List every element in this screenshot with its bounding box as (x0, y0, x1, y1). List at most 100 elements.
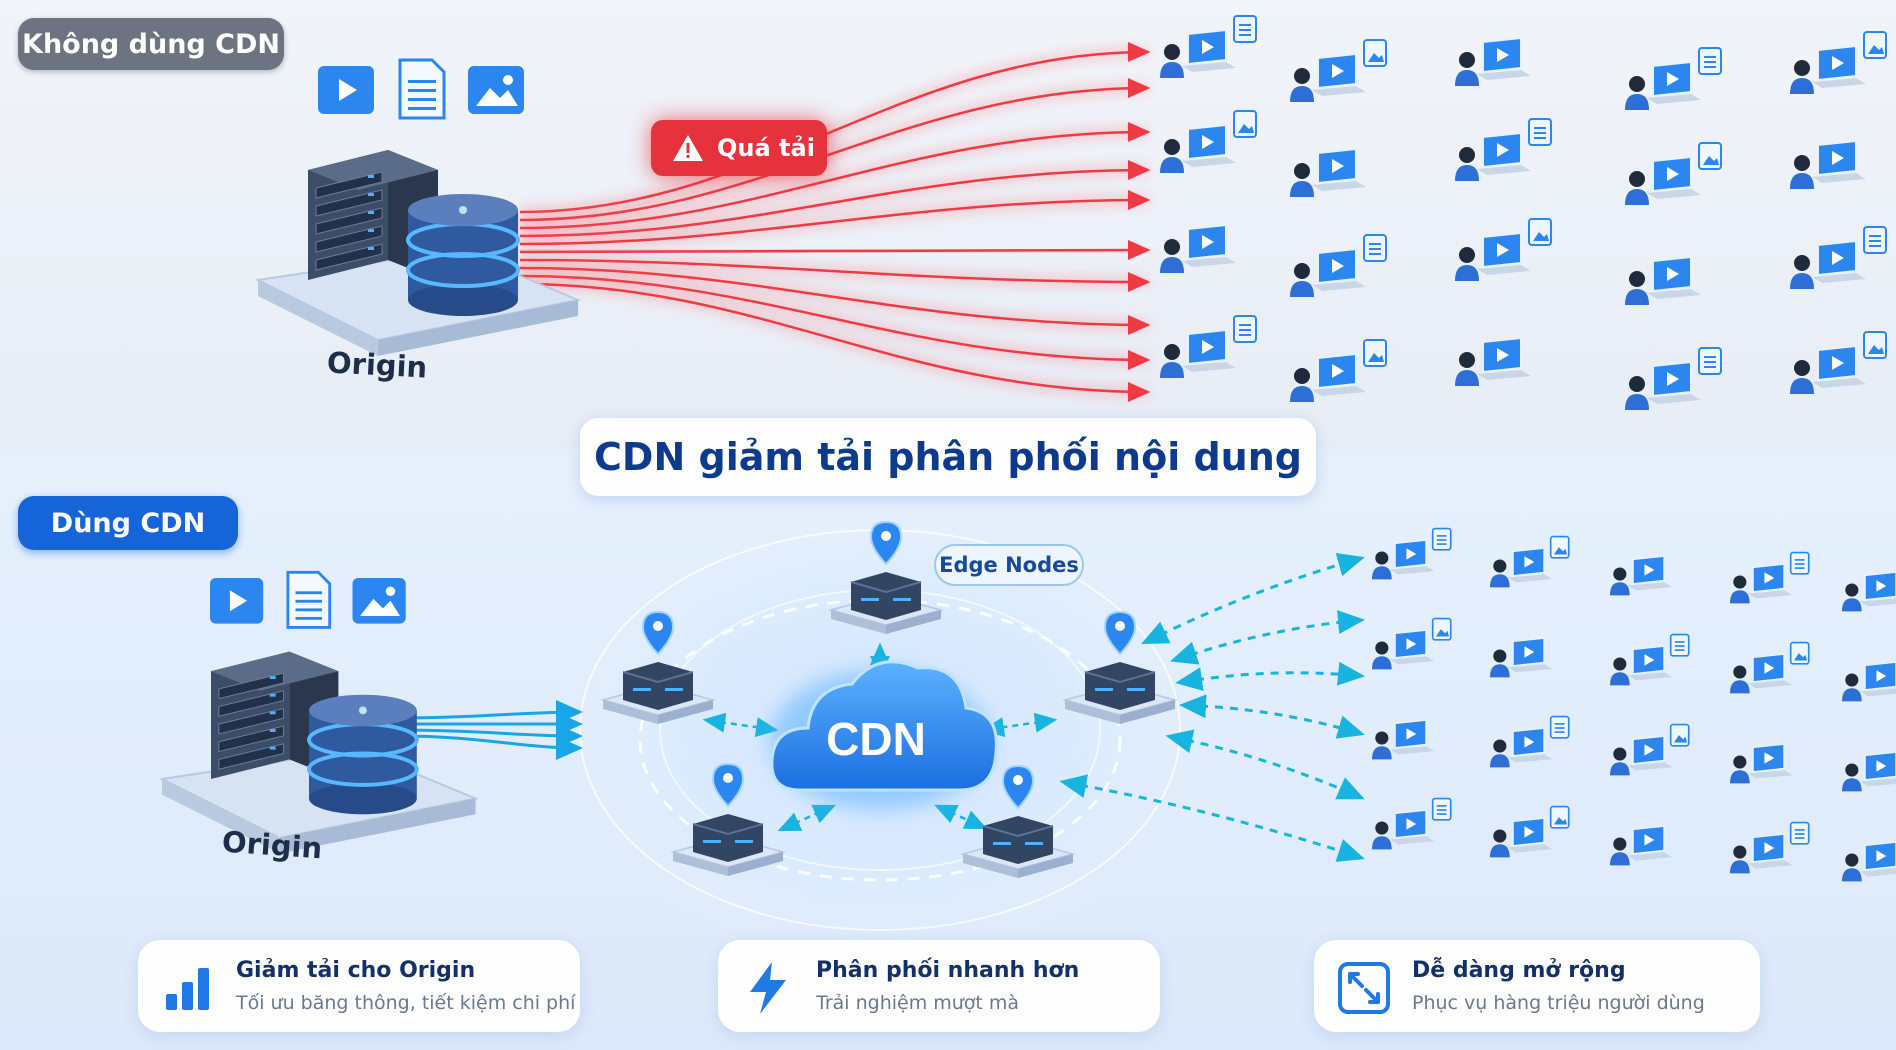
page-title: CDN giảm tải phân phối nội dung (580, 418, 1316, 496)
laptop-icon (1477, 336, 1531, 380)
laptop-icon (1628, 555, 1673, 591)
user-with-laptop (1625, 142, 1722, 205)
laptop-icon (1477, 36, 1531, 80)
overload-flow-line (519, 122, 1151, 230)
laptop-icon (1647, 60, 1701, 104)
image-icon (1789, 641, 1810, 665)
overload-flow-line (519, 274, 1151, 370)
document-icon (1698, 347, 1722, 375)
laptop-icon (1812, 44, 1866, 88)
laptop-icon (1312, 247, 1366, 291)
laptop-icon (1508, 637, 1553, 673)
edge-to-user-flow (1179, 694, 1365, 739)
user-icon (1455, 147, 1479, 181)
laptop-icon (1390, 809, 1435, 845)
user-with-laptop (1160, 15, 1257, 78)
laptop-icon (1182, 223, 1236, 267)
benefit-title: Dễ dàng mở rộng (1412, 958, 1626, 983)
user-with-laptop (1372, 797, 1452, 850)
user-with-laptop (1610, 723, 1690, 776)
user-icon (1842, 583, 1862, 612)
user-with-laptop (1730, 551, 1810, 604)
user-icon (1730, 665, 1750, 694)
overload-flow-line (519, 240, 1151, 261)
bar-chart-icon (166, 968, 209, 1010)
laptop-icon (1860, 571, 1896, 607)
user-icon (1160, 344, 1184, 378)
edge-to-user-flow (1141, 552, 1365, 645)
user-with-laptop (1290, 147, 1366, 197)
user-with-laptop (1290, 339, 1387, 402)
overload-flow-line (519, 42, 1151, 214)
laptop-icon (1182, 328, 1236, 372)
overload-label: Quá tải (717, 134, 815, 162)
origin-label-bottom: Origin (220, 824, 324, 866)
user-with-laptop (1790, 226, 1887, 289)
document-icon (1233, 315, 1257, 343)
user-with-laptop (1610, 825, 1673, 866)
laptop-icon (1312, 147, 1366, 191)
document-icon (1698, 47, 1722, 75)
laptop-icon (1477, 131, 1531, 175)
edge-node (600, 610, 716, 724)
user-icon (1290, 263, 1314, 297)
benefit-card-speed: Phân phối nhanh hơn Trải nghiệm mượt mà (718, 940, 1160, 1032)
image-icon (352, 578, 406, 624)
user-icon (1160, 139, 1184, 173)
user-icon (1625, 376, 1649, 410)
image-icon (1669, 723, 1690, 747)
laptop-icon (1628, 735, 1673, 771)
edge-nodes-label: Edge Nodes (934, 544, 1084, 586)
with-cdn-label: Dùng CDN (18, 496, 238, 550)
laptop-icon (1312, 52, 1366, 96)
user-icon (1730, 755, 1750, 784)
user-icon (1290, 68, 1314, 102)
node-cloud-link (777, 804, 836, 832)
origin-to-cdn-flow (399, 723, 583, 748)
play-icon (210, 578, 264, 624)
user-with-laptop (1790, 139, 1866, 189)
warning-icon (673, 135, 703, 161)
document-icon (1789, 551, 1810, 575)
user-with-laptop (1625, 347, 1722, 410)
document-icon (398, 58, 446, 120)
overload-flow-line (519, 266, 1151, 335)
user-icon (1842, 673, 1862, 702)
laptop-icon (1748, 743, 1793, 779)
user-with-laptop (1455, 218, 1552, 281)
overload-flow-line (519, 258, 1151, 292)
document-icon (1549, 715, 1570, 739)
laptop-icon (1628, 825, 1673, 861)
node-cloud-link (702, 712, 779, 738)
database-icon (406, 194, 520, 316)
laptop-icon (1477, 231, 1531, 275)
user-icon (1290, 368, 1314, 402)
user-icon (1625, 271, 1649, 305)
benefit-title: Giảm tải cho Origin (236, 958, 476, 983)
location-pin-icon (1001, 764, 1035, 810)
user-icon (1455, 352, 1479, 386)
user-icon (1842, 763, 1862, 792)
laptop-icon (1390, 719, 1435, 755)
user-with-laptop (1842, 571, 1896, 612)
edge-to-user-flow (1059, 774, 1365, 862)
user-icon (1372, 641, 1392, 670)
user-icon (1372, 731, 1392, 760)
edge-node (1062, 610, 1178, 724)
image-icon (1549, 805, 1570, 829)
origin-to-cdn-flow (399, 734, 583, 760)
user-icon (1490, 829, 1510, 858)
user-with-laptop (1842, 841, 1896, 882)
user-with-laptop (1842, 751, 1896, 792)
image-icon (1431, 617, 1452, 641)
expand-icon (1338, 962, 1390, 1014)
image-icon (1549, 535, 1570, 559)
edge-node (960, 764, 1076, 878)
user-icon (1610, 747, 1630, 776)
image-icon (1863, 331, 1887, 359)
location-pin-icon (869, 520, 903, 566)
user-with-laptop (1455, 118, 1552, 181)
laptop-icon (1647, 360, 1701, 404)
location-pin-icon (711, 762, 745, 808)
edge-node (670, 762, 786, 876)
